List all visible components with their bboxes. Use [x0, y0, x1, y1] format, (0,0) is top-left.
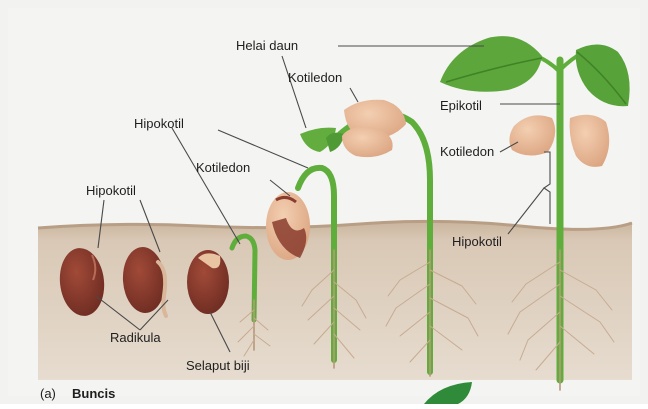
label-epikotil: Epikotil — [440, 98, 482, 113]
label-kotiledon-2: Kotiledon — [288, 70, 342, 85]
label-hipokotil-1: Hipokotil — [86, 183, 136, 198]
label-selaput-biji: Selaput biji — [186, 358, 250, 373]
caption-title: Buncis — [72, 386, 115, 401]
label-hipokotil-2: Hipokotil — [134, 116, 184, 131]
label-kotiledon-1: Kotiledon — [196, 160, 250, 175]
caption-prefix: (a) — [40, 386, 56, 401]
label-kotiledon-3: Kotiledon — [440, 144, 494, 159]
label-radikula: Radikula — [110, 330, 161, 345]
label-hipokotil-3: Hipokotil — [452, 234, 502, 249]
label-helai-daun: Helai daun — [236, 38, 298, 53]
